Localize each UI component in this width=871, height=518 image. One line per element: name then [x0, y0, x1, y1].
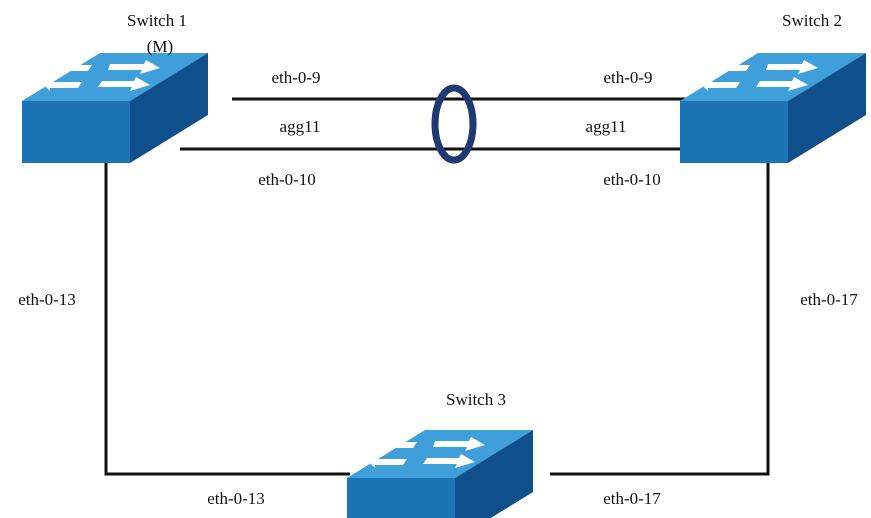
network-switch-icon — [680, 53, 866, 163]
link-s1-s3 — [104, 160, 350, 476]
link-aggregation-ring-icon — [431, 84, 477, 164]
port-label-s2-eth-0-17: eth-0-17 — [800, 290, 858, 309]
port-label-s3-eth-0-13: eth-0-13 — [207, 489, 265, 508]
port-label-s2-eth-0-10: eth-0-10 — [603, 170, 661, 189]
switch-3-name: Switch 3 — [446, 390, 506, 409]
port-label-s1-eth-0-9: eth-0-9 — [271, 68, 320, 87]
switch-1 — [22, 53, 208, 163]
port-label-s1-eth-0-13: eth-0-13 — [18, 290, 76, 309]
switch-2 — [680, 53, 866, 163]
switch-2-name: Switch 2 — [782, 11, 842, 30]
switch-3 — [347, 430, 533, 518]
agg-label-s1: agg11 — [280, 117, 321, 136]
link-s2-s3 — [550, 162, 770, 476]
switch-1-role: (M) — [147, 37, 173, 56]
links — [104, 97, 770, 476]
port-label-s1-eth-0-10: eth-0-10 — [258, 170, 316, 189]
agg-label-s2: agg11 — [586, 117, 627, 136]
network-switch-icon — [22, 53, 208, 163]
port-label-s2-eth-0-9: eth-0-9 — [603, 68, 652, 87]
switch-1-name: Switch 1 — [127, 11, 187, 30]
network-switch-icon — [347, 430, 533, 518]
port-label-s3-eth-0-17: eth-0-17 — [603, 489, 661, 508]
